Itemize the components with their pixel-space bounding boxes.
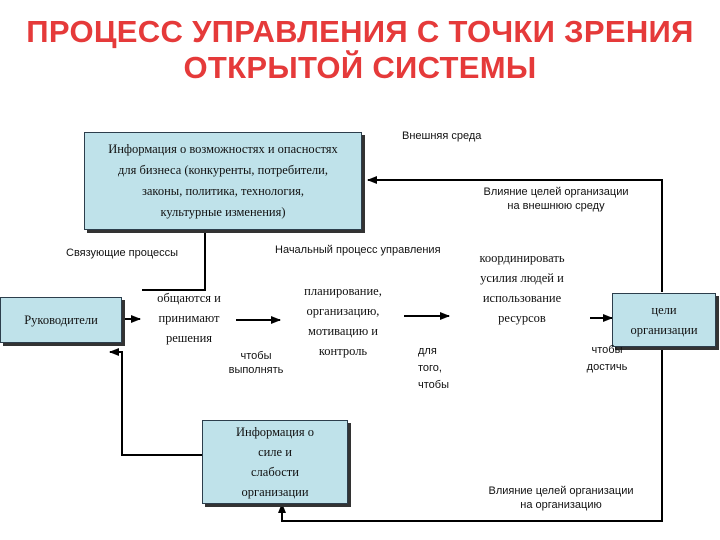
coordinate-line-3: использование xyxy=(482,291,562,305)
communicate-line-1: общаются и xyxy=(157,291,221,305)
planning-line-3: мотивацию и xyxy=(308,324,378,338)
influence-inner-line-1: Влияние целей организации xyxy=(488,485,634,497)
arrow-goals-to-organization xyxy=(278,348,663,522)
goals-line-1: цели xyxy=(651,303,677,317)
planning-line-2: организацию, xyxy=(306,304,380,318)
arrow-organization-to-managers xyxy=(109,348,202,456)
arrow-goals-to-environment xyxy=(367,176,663,292)
influence-inner-line-2: на организацию xyxy=(520,499,602,511)
so-that-line-3: чтобы xyxy=(418,379,449,391)
title-line-2: ОТКРЫТОЙ СИСТЕМЫ xyxy=(183,50,537,85)
to-reach-label: чтобы достичь xyxy=(574,342,640,376)
communicate-text: общаются и принимают решения xyxy=(142,288,236,348)
environment-info-line-1: Информация о возможностях и опасностях xyxy=(108,142,338,156)
planning-line-1: планирование, xyxy=(304,284,382,298)
linking-processes-label: Связующие процессы xyxy=(66,247,179,259)
environment-info-line-2: для бизнеса (конкуренты, потребители, xyxy=(118,163,328,177)
planning-line-4: контроль xyxy=(318,344,368,358)
environment-info-line-3: законы, политика, технология, xyxy=(141,184,305,198)
communicate-line-3: решения xyxy=(165,331,213,345)
influence-outer-label: Влияние целей организации на внешнюю сре… xyxy=(466,185,646,213)
initial-process-label: Начальный процесс управления xyxy=(275,244,441,256)
coordinate-line-2: усилия людей и xyxy=(480,271,564,285)
influence-outer-line-1: Влияние целей организации xyxy=(483,186,629,198)
to-reach-line-2: достичь xyxy=(586,361,628,373)
organization-info-line-1: Информация о xyxy=(235,425,314,439)
to-perform-label: чтобы выполнять xyxy=(218,349,294,377)
goals-line-2: организации xyxy=(630,323,698,337)
environment-info-line-4: культурные изменения) xyxy=(160,205,286,219)
to-perform-line-2: выполнять xyxy=(228,364,284,376)
communicate-line-2: принимают xyxy=(158,311,220,325)
to-perform-line-1: чтобы xyxy=(240,350,272,362)
page-title: ПРОЦЕСС УПРАВЛЕНИЯ С ТОЧКИ ЗРЕНИЯ ОТКРЫТ… xyxy=(0,14,720,86)
coordinate-line-4: ресурсов xyxy=(498,311,546,325)
so-that-line-1: для xyxy=(418,345,437,357)
to-reach-line-1: чтобы xyxy=(591,344,623,356)
organization-info-line-2: силе и xyxy=(258,445,292,459)
so-that-label: для того, чтобы xyxy=(418,343,468,394)
organization-info-box: Информация о силе и слабости организации xyxy=(202,420,348,504)
so-that-line-2: того, xyxy=(418,362,442,374)
organization-info-line-4: организации xyxy=(241,485,309,499)
influence-inner-label: Влияние целей организации на организацию xyxy=(470,484,652,512)
external-environment-label: Внешняя среда xyxy=(402,130,482,142)
coordinate-text: координировать усилия людей и использова… xyxy=(454,248,590,328)
goals-box: цели организации xyxy=(612,293,716,347)
arrow-environment-down xyxy=(142,232,206,291)
coordinate-line-1: координировать xyxy=(479,251,565,265)
managers-box: Руководители xyxy=(0,297,122,343)
managers-label: Руководители xyxy=(24,313,98,327)
planning-text: планирование, организацию, мотивацию и к… xyxy=(282,281,404,361)
influence-outer-line-2: на внешнюю среду xyxy=(507,200,605,212)
organization-info-line-3: слабости xyxy=(251,465,299,479)
environment-info-box: Информация о возможностях и опасностях д… xyxy=(84,132,362,230)
title-line-1: ПРОЦЕСС УПРАВЛЕНИЯ С ТОЧКИ ЗРЕНИЯ xyxy=(26,14,694,49)
